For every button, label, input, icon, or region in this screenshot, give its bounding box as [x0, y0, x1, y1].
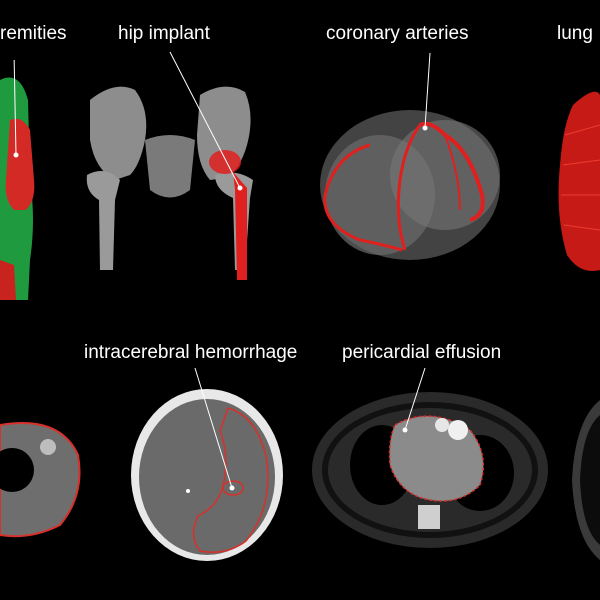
right-ct-slice-cropped [572, 400, 600, 560]
hip-implant-render [86, 86, 253, 280]
intracerebral-hemorrhage-ct [131, 389, 283, 561]
label-coronary-arteries: coronary arteries [326, 23, 469, 44]
pericardial-effusion-ct [312, 392, 548, 548]
label-intracerebral-hemorrhage: intracerebral hemorrhage [84, 342, 298, 363]
label-pericardial-effusion: pericardial effusion [342, 342, 502, 363]
extremity-ct-slice [0, 422, 81, 538]
label-extremities: remities [0, 23, 67, 44]
label-hip-implant: hip implant [118, 23, 210, 44]
label-lung: lung [557, 23, 593, 44]
coronary-arteries-render [320, 110, 500, 260]
lung-render [558, 91, 600, 272]
extremities-render [0, 60, 35, 300]
